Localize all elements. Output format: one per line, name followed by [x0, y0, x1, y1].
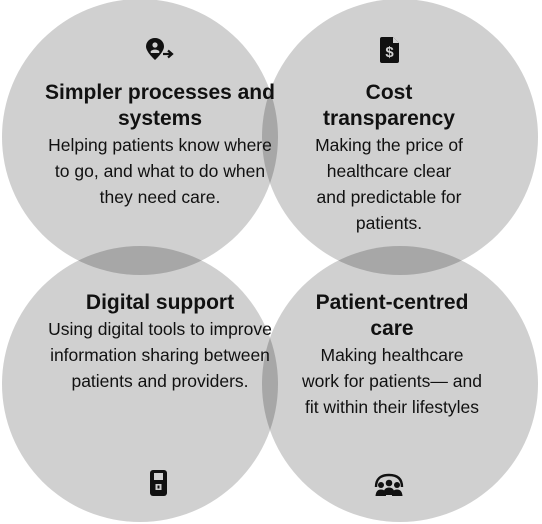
quadrant-title: Cost transparency — [323, 81, 455, 130]
quadrant-description: Helping patients know where to go, and w… — [48, 135, 272, 207]
quadrant-digital-support: Digital support Using digital tools to i… — [45, 290, 275, 394]
quadrant-title: Simpler processes and systems — [45, 81, 275, 130]
svg-text:$: $ — [385, 44, 394, 61]
circle-simpler-processes — [2, 0, 278, 275]
quadrant-description: Making healthcare work for patients— and… — [302, 345, 482, 417]
quadrant-description: Making the price of healthcare clear and… — [315, 135, 463, 233]
quadrant-simpler-processes: Simpler processes and systems Helping pa… — [45, 80, 275, 210]
quadrant-description: Using digital tools to improve informati… — [48, 319, 272, 391]
quadrant-title: Patient-centred care — [315, 291, 469, 340]
quadrant-patient-centred: Patient-centred care Making healthcare w… — [302, 290, 482, 420]
quadrant-title: Digital support — [85, 291, 235, 314]
mobile-phone-icon — [150, 470, 167, 496]
circle-patient-centred — [262, 246, 538, 522]
circle-cost-transparency — [262, 0, 538, 275]
price-document-icon: $ — [380, 37, 399, 63]
quadrant-cost-transparency: Cost transparency Making the price of he… — [314, 80, 464, 236]
location-person-arrow-icon — [146, 38, 174, 60]
circle-digital-support — [2, 246, 278, 522]
people-group-icon — [374, 473, 404, 496]
